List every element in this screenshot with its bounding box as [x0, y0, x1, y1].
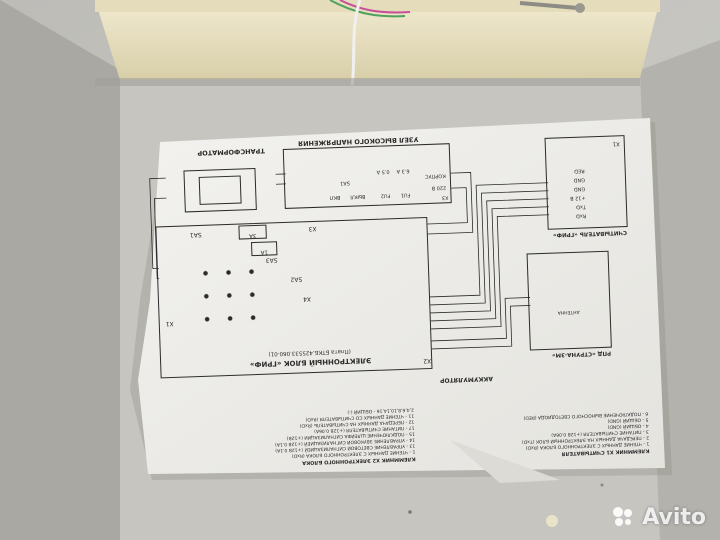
avito-logo-icon [613, 507, 633, 526]
debris [546, 515, 558, 527]
lid-panel [95, 0, 660, 80]
wiring-lines [149, 172, 550, 350]
box-top-shadow [95, 78, 640, 86]
wires [339, 0, 411, 14]
avito-watermark: Avito [610, 504, 706, 530]
lid-edge [95, 0, 660, 12]
schematic: КЛЕММНИК Х1 СЧИТЫВАТЕЛЯ 1 - ЧТЕНИЕ ДАННЫ… [144, 116, 656, 478]
screw [519, 1, 585, 13]
box-left-wall [0, 0, 120, 540]
watermark-text: Avito [642, 504, 706, 530]
